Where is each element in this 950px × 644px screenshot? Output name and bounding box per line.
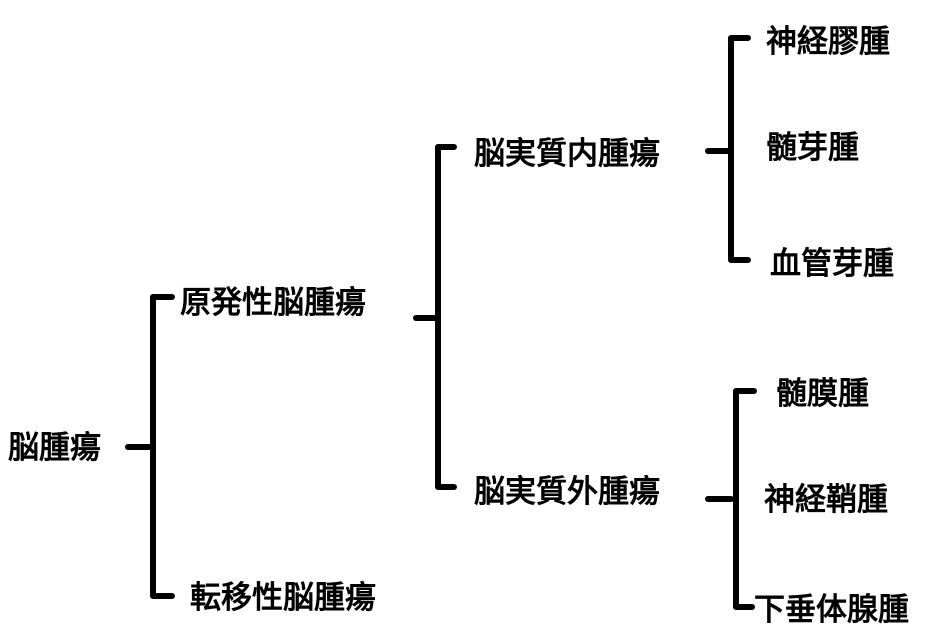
node-meningioma: 髄膜腫	[776, 376, 869, 412]
bracket-root-spine	[150, 294, 175, 599]
node-primary: 原発性脳腫瘍	[180, 285, 366, 321]
node-root: 脳腫瘍	[8, 430, 101, 466]
node-metastatic: 転移性脳腫瘍	[190, 580, 376, 616]
bracket-primary-spine	[435, 144, 457, 490]
bracket-extra-axial	[705, 388, 757, 610]
bracket-intra-axial-spine	[728, 35, 751, 263]
node-schwannoma: 神経鞘腫	[764, 482, 888, 518]
bracket-primary	[413, 144, 457, 490]
node-hemangioblastoma: 血管芽腫	[770, 246, 894, 282]
bracket-extra-axial-spine	[733, 388, 757, 610]
node-extra-axial: 脳実質外腫瘍	[474, 474, 660, 510]
bracket-root	[125, 294, 175, 599]
node-glioma: 神経膠腫	[766, 24, 890, 60]
node-medulloblastoma: 髄芽腫	[766, 130, 859, 166]
node-intra-axial: 脳実質内腫瘍	[474, 136, 660, 172]
bracket-intra-axial	[705, 35, 751, 263]
node-pituitary-adenoma: 下垂体腺腫	[754, 592, 909, 628]
